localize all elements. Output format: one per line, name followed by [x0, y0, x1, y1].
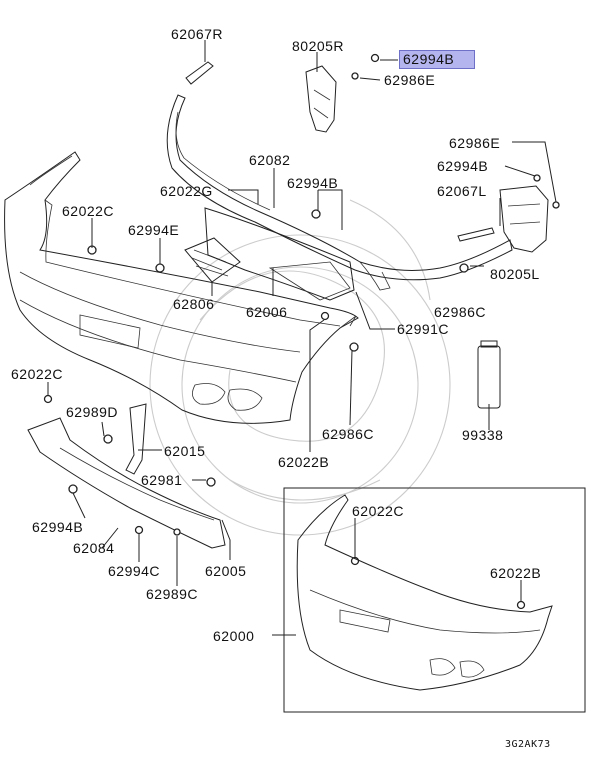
grille-insert: [184, 237, 241, 283]
mesh-grille: [204, 207, 355, 301]
part-62994C[interactable]: 62994C: [108, 563, 161, 579]
part-62986C-mid[interactable]: 62986C: [322, 426, 375, 442]
part-62989C[interactable]: 62989C: [146, 586, 199, 602]
part-62022G[interactable]: 62022G: [160, 183, 213, 199]
front-bumper-cover: [4, 151, 359, 424]
part-62989D[interactable]: 62989D: [66, 404, 119, 420]
inset-frame: [283, 487, 586, 713]
part-62022B-inset[interactable]: 62022B: [490, 565, 542, 581]
part-99338[interactable]: 99338: [462, 427, 504, 443]
part-62022B-mid[interactable]: 62022B: [278, 454, 330, 470]
part-62994E[interactable]: 62994E: [128, 222, 180, 238]
bracket-62067R: [185, 61, 214, 85]
part-62082[interactable]: 62082: [249, 152, 291, 168]
part-62005[interactable]: 62005: [205, 563, 247, 579]
part-62981[interactable]: 62981: [141, 472, 183, 488]
part-62084[interactable]: 62084: [73, 540, 115, 556]
part-62000[interactable]: 62000: [213, 628, 255, 644]
part-62022C-low[interactable]: 62022C: [11, 366, 64, 382]
part-62986E-right[interactable]: 62986E: [449, 135, 501, 151]
spray-can: [477, 340, 501, 409]
part-62994B-right[interactable]: 62994B: [437, 158, 489, 174]
fastener-points: [43, 53, 560, 610]
part-62986C-right[interactable]: 62986C: [434, 304, 487, 320]
part-62022C-left[interactable]: 62022C: [62, 203, 115, 219]
inset-bumper-assembly: [296, 494, 553, 691]
part-62067R[interactable]: 62067R: [171, 26, 224, 42]
highlighted-part-marker: [399, 50, 475, 69]
diagram-reference-code: 3G2AK73: [505, 739, 551, 750]
bracket-62067L: [457, 227, 495, 242]
upper-reinforcement: [166, 94, 513, 291]
part-62991C[interactable]: 62991C: [397, 321, 450, 337]
bracket-80205R: [305, 65, 337, 133]
part-62994B-highlighted[interactable]: 62994B: [403, 51, 455, 67]
part-62806[interactable]: 62806: [173, 296, 215, 312]
part-62006[interactable]: 62006: [246, 304, 288, 320]
part-62022C-inset[interactable]: 62022C: [352, 503, 405, 519]
bracket-80205L: [499, 185, 549, 253]
lower-support-bar: [27, 417, 226, 549]
part-80205R[interactable]: 80205R: [292, 38, 345, 54]
part-62067L[interactable]: 62067L: [437, 183, 487, 199]
part-62994B-mid[interactable]: 62994B: [287, 175, 339, 191]
part-80205L[interactable]: 80205L: [490, 266, 540, 282]
bracket-62015: [125, 403, 147, 475]
part-62986E-top[interactable]: 62986E: [384, 72, 436, 88]
part-62994B-low[interactable]: 62994B: [32, 519, 84, 535]
leader-lines: [47, 40, 557, 636]
part-62015[interactable]: 62015: [164, 443, 206, 459]
